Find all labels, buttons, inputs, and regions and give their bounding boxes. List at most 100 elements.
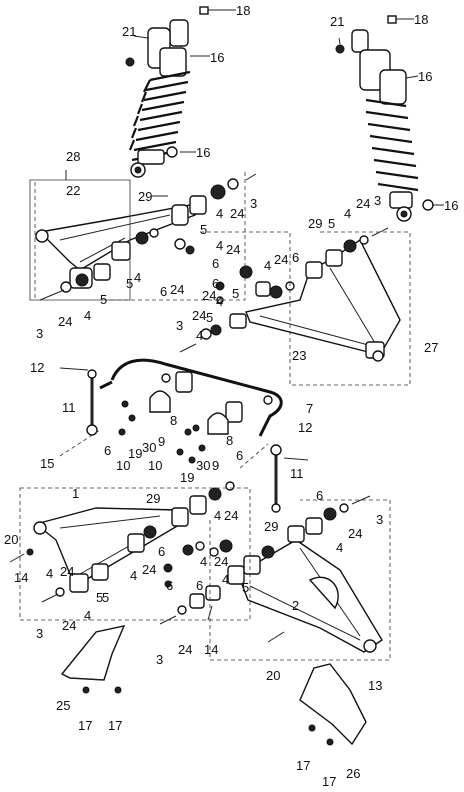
label-14: 14 (204, 642, 218, 657)
label-6: 6 (292, 250, 299, 265)
label-13: 13 (368, 678, 382, 693)
label-5: 5 (100, 292, 107, 307)
label-27: 27 (424, 340, 438, 355)
label-3: 3 (374, 193, 381, 208)
label-6: 6 (158, 544, 165, 559)
leader-lines (65, 9, 444, 206)
label-8: 8 (226, 433, 233, 448)
label-24: 24 (202, 288, 216, 303)
label-4: 4 (200, 554, 207, 569)
label-24: 24 (178, 642, 192, 657)
label-29: 29 (138, 189, 152, 204)
label-5: 5 (102, 590, 109, 605)
label-12: 12 (30, 360, 44, 375)
label-19: 19 (128, 446, 142, 461)
label-4: 4 (264, 258, 271, 273)
label-4: 4 (84, 308, 91, 323)
label-4: 4 (222, 572, 229, 587)
label-4: 4 (344, 206, 351, 221)
label-24: 24 (192, 308, 206, 323)
label-3: 3 (376, 512, 383, 527)
label-6: 6 (236, 448, 243, 463)
label-6: 6 (104, 443, 111, 458)
label-6: 6 (212, 256, 219, 271)
left-shock-absorber (125, 6, 225, 178)
assembly-outlines (19, 170, 411, 661)
label-30: 30 (142, 440, 156, 455)
label-24: 24 (62, 618, 76, 633)
label-6: 6 (316, 488, 323, 503)
label-4: 4 (134, 270, 141, 285)
label-16: 16 (196, 145, 210, 160)
label-24: 24 (230, 206, 244, 221)
label-16: 16 (418, 69, 432, 84)
label-5: 5 (126, 276, 133, 291)
label-7: 7 (306, 401, 313, 416)
stabilizer-links (59, 367, 309, 513)
label-11: 11 (290, 466, 304, 481)
label-5: 5 (232, 286, 239, 301)
label-20: 20 (266, 668, 280, 683)
label-3: 3 (250, 196, 257, 211)
label-5: 5 (328, 216, 335, 231)
label-25: 25 (56, 698, 70, 713)
label-6: 6 (196, 578, 203, 593)
label-21: 21 (122, 24, 136, 39)
label-4: 4 (216, 294, 223, 309)
label-19: 19 (180, 470, 194, 485)
label-4: 4 (216, 206, 223, 221)
callout-labels: 18 21 16 16 21 18 16 16 28 22 29 4 24 3 … (4, 3, 458, 789)
label-6: 6 (212, 276, 219, 291)
label-3: 3 (36, 326, 43, 341)
label-8: 8 (170, 413, 177, 428)
right-shock-absorber (335, 15, 434, 222)
left-skid-plate (60, 625, 126, 694)
label-20: 20 (4, 532, 18, 547)
label-21: 21 (330, 14, 344, 29)
lower-right-a-arm (159, 495, 383, 653)
label-24: 24 (142, 562, 156, 577)
label-29: 29 (146, 491, 160, 506)
label-9: 9 (158, 434, 165, 449)
label-3: 3 (176, 318, 183, 333)
label-1: 1 (72, 486, 79, 501)
label-24: 24 (226, 242, 240, 257)
lower-left-a-arm (9, 481, 235, 603)
label-5: 5 (200, 222, 207, 237)
label-10: 10 (116, 458, 130, 473)
label-5: 5 (206, 310, 213, 325)
label-16: 16 (444, 198, 458, 213)
label-5: 5 (242, 580, 249, 595)
label-15: 15 (40, 456, 54, 471)
label-23: 23 (292, 348, 306, 363)
label-17: 17 (296, 758, 310, 773)
label-24: 24 (214, 554, 228, 569)
label-22: 22 (66, 183, 80, 198)
label-24: 24 (58, 314, 72, 329)
label-5: 5 (96, 590, 103, 605)
label-3: 3 (156, 652, 163, 667)
label-9: 9 (212, 458, 219, 473)
label-28: 28 (66, 149, 80, 164)
label-4: 4 (214, 508, 221, 523)
label-3: 3 (36, 626, 43, 641)
label-24: 24 (224, 508, 238, 523)
label-16: 16 (210, 50, 224, 65)
label-4: 4 (336, 540, 343, 555)
label-18: 18 (236, 3, 250, 18)
stabilizer-bar (99, 358, 283, 464)
label-17: 17 (108, 718, 122, 733)
label-4: 4 (196, 328, 203, 343)
label-4: 4 (216, 238, 223, 253)
upper-right-a-arm (179, 227, 401, 362)
label-6: 6 (160, 284, 167, 299)
label-12: 12 (298, 420, 312, 435)
label-10: 10 (148, 458, 162, 473)
label-4: 4 (130, 568, 137, 583)
label-24: 24 (60, 564, 74, 579)
label-4: 4 (84, 608, 91, 623)
label-17: 17 (78, 718, 92, 733)
label-30: 30 (196, 458, 210, 473)
